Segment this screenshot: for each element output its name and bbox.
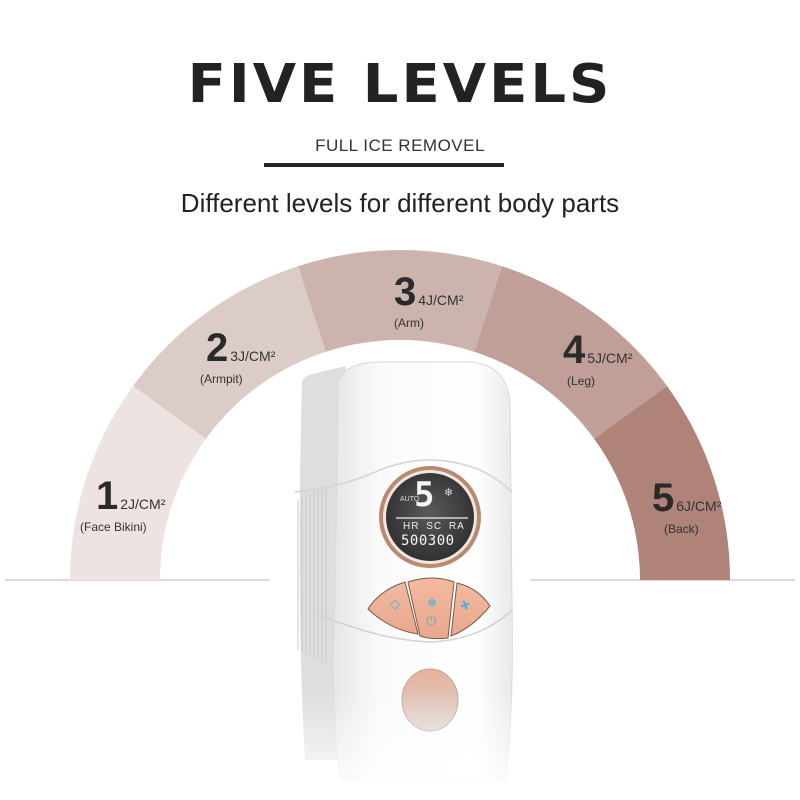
- arc-segment-4: [474, 266, 667, 439]
- arc-segment-5: [594, 386, 730, 580]
- snowflake-icon[interactable]: ❄: [427, 596, 438, 610]
- lcd-level: 5: [414, 475, 435, 515]
- power-icon[interactable]: ⏻: [426, 613, 437, 628]
- arc-segment-3: [298, 250, 502, 352]
- arc-segment-2: [133, 266, 326, 439]
- lcd-snowflake-icon: ❄: [444, 487, 454, 499]
- lcd-labels: HR SC RA: [403, 521, 465, 532]
- lcd-counter: 500300: [401, 533, 455, 549]
- subtitle: FULL ICE REMOVEL: [315, 136, 485, 155]
- arc-segment-1: [69, 386, 206, 580]
- lcd-mode: AUTO: [400, 496, 420, 503]
- plus-button: [450, 582, 491, 637]
- lcd-screen: [386, 473, 474, 561]
- mode-icon[interactable]: ◇: [390, 596, 400, 611]
- page-title: FIVE LEVELS: [187, 53, 613, 116]
- power-button: [407, 577, 455, 640]
- title-underline: [264, 163, 504, 167]
- tagline: Different levels for different body part…: [180, 188, 620, 218]
- mode-button: [367, 581, 419, 635]
